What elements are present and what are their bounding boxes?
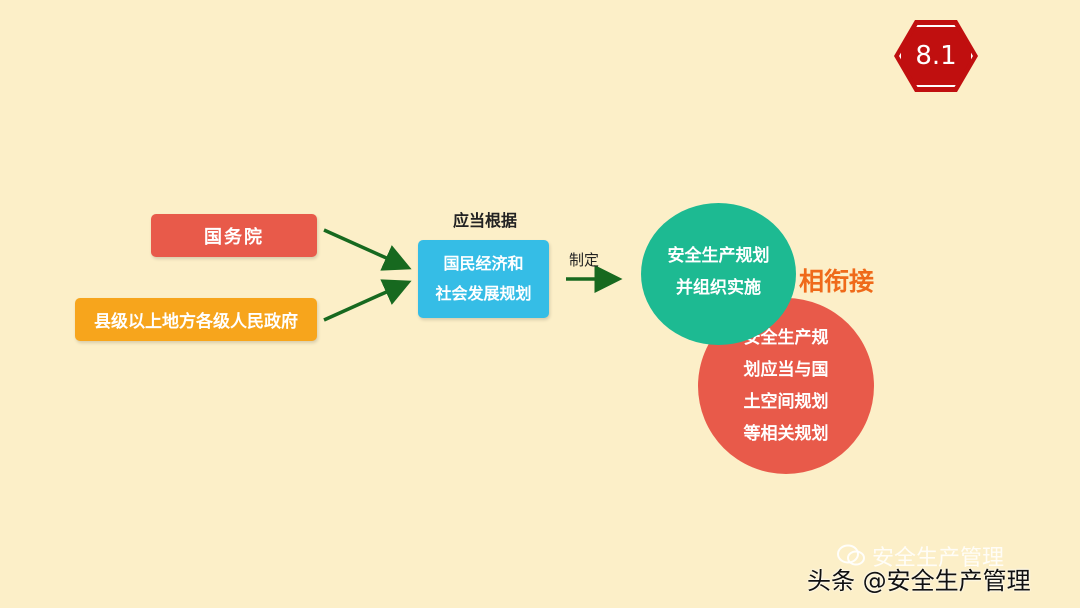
safety-plan-line1: 安全生产规划: [667, 246, 770, 266]
economic-plan-line2: 社会发展规划: [435, 284, 532, 303]
alignment-line1: 安全生产规: [743, 328, 829, 348]
economic-plan-line1: 国民经济和: [443, 254, 524, 273]
slide-number-badge: 8.1: [894, 20, 978, 92]
watermark-faint-text: 安全生产管理: [872, 546, 1005, 571]
alignment-line2: 划应当与国: [743, 360, 829, 380]
alignment-line4: 等相关规划: [743, 424, 829, 444]
safety-plan-line2: 并组织实施: [676, 278, 761, 298]
watermark: 头条 @安全生产管理: [807, 567, 1031, 595]
local-government-box: 县级以上地方各级人民政府: [75, 298, 317, 341]
arrow-local-gov-to-plan: [323, 279, 412, 322]
state-council-label: 国务院: [204, 226, 264, 248]
alignment-line3: 土空间规划: [743, 392, 829, 412]
arrow-state-council-to-plan: [323, 228, 412, 271]
wechat-icon: [837, 544, 865, 566]
local-government-label: 县级以上地方各级人民政府: [94, 312, 298, 332]
link-label: 相衔接: [799, 267, 875, 296]
economic-plan-box: 国民经济和 社会发展规划: [418, 240, 549, 318]
make-label: 制定: [569, 251, 600, 269]
basis-label: 应当根据: [452, 211, 517, 230]
state-council-box: 国务院: [151, 214, 317, 257]
safety-plan-circle: 安全生产规划 并组织实施: [641, 203, 796, 345]
watermark-faint: 安全生产管理: [836, 540, 1004, 572]
